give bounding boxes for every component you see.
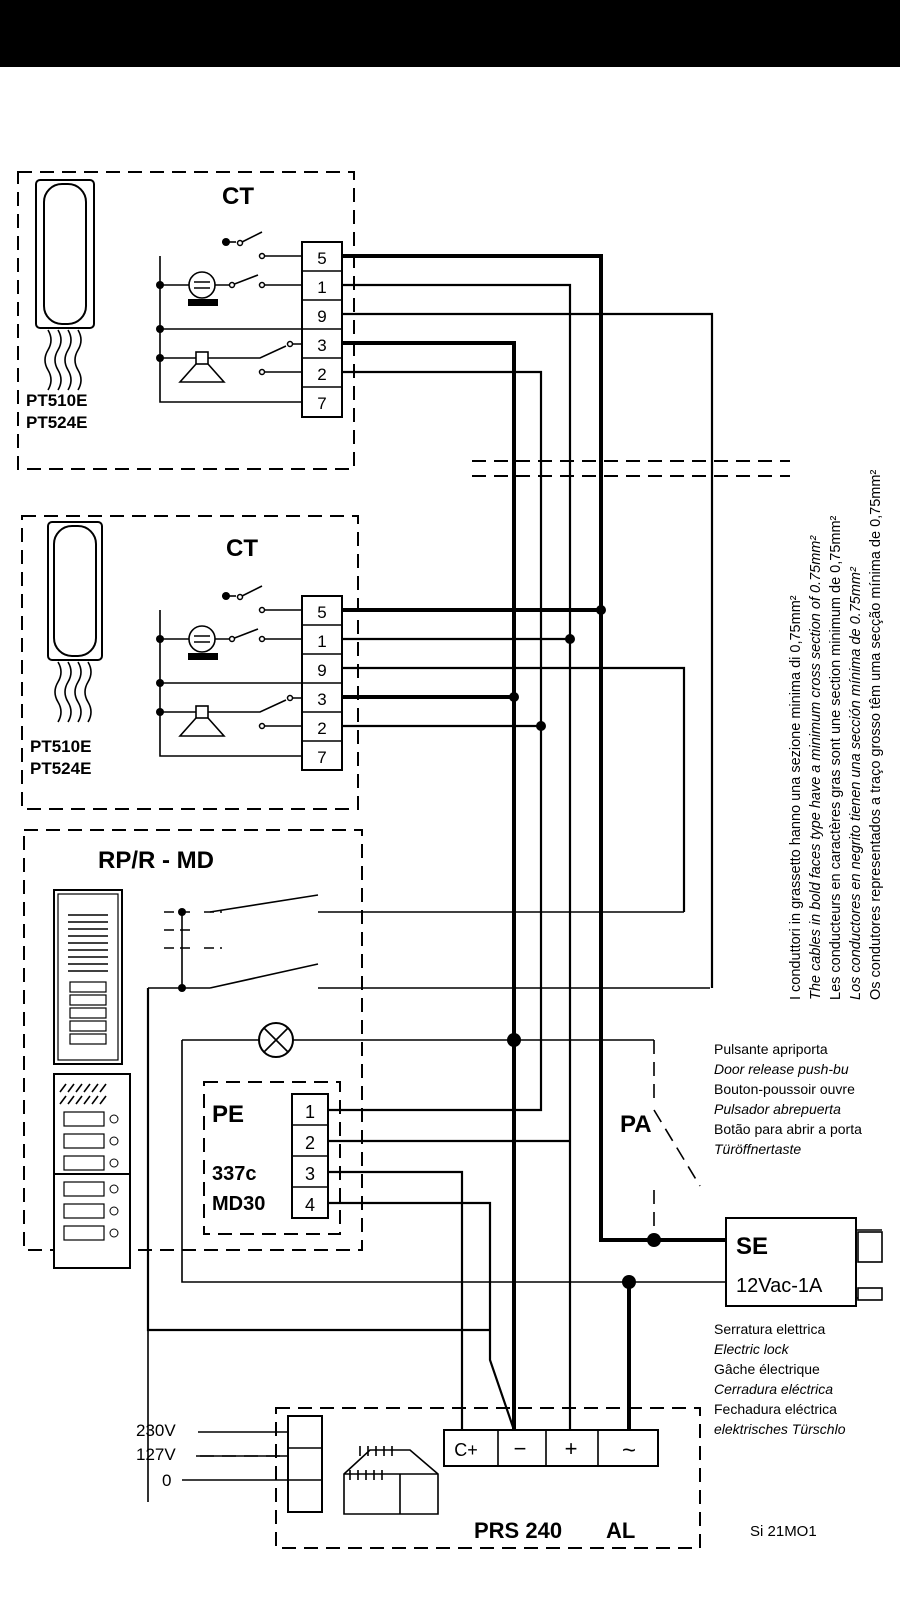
buzzer-icon <box>188 271 218 306</box>
lock-title: SE <box>736 1233 768 1260</box>
pe-frame <box>203 1081 341 1235</box>
note-fr: Les conducteurs en caractères gras sont … <box>828 515 844 1000</box>
pe-terminal-1: 1 <box>305 1102 315 1122</box>
pa-label: PA <box>620 1111 652 1138</box>
lock-rating: 12Vac-1A <box>736 1275 823 1297</box>
cable-notes: I conduttori in grassetto hanno una sezi… <box>788 470 884 1000</box>
handset-2-title: CT <box>226 535 258 562</box>
power-supply-unit: 230V 127V 0 C+ − + ~ PRS 240 AL <box>136 1407 701 1549</box>
pe-terminal-3: 3 <box>305 1164 315 1184</box>
terminal-2: 2 <box>317 719 326 738</box>
pe-terminal-4: 4 <box>305 1195 315 1215</box>
power-frame <box>275 1407 701 1549</box>
handset-1-title: CT <box>222 183 254 210</box>
pa-desc-pt: Botão para abrir a porta <box>714 1121 862 1137</box>
top-black-bar <box>0 0 900 67</box>
terminal-minus: − <box>514 1436 527 1461</box>
terminal-2: 2 <box>317 365 326 384</box>
note-en: The cables in bold faces type have a min… <box>808 535 824 1000</box>
entry-panel-icon <box>53 889 123 1065</box>
handset-2-model1: PT510E <box>30 737 91 756</box>
terminal-cplus: C+ <box>454 1440 478 1460</box>
panel-title: RP/R - MD <box>98 847 214 874</box>
note-pt: Os condutores representados a traço gros… <box>868 470 884 1000</box>
note-it: I conduttori in grassetto hanno una sezi… <box>788 595 804 1000</box>
lock-desc-it: Serratura elettrica <box>714 1321 825 1337</box>
speaker-icon <box>178 351 226 383</box>
terminal-3: 3 <box>317 336 326 355</box>
note-es: Los conductores en negrito tienen una se… <box>848 566 864 1000</box>
door-panel-frame <box>23 829 363 1251</box>
power-al: AL <box>606 1518 635 1543</box>
output-terminal-block <box>443 1429 659 1467</box>
handset-phone-icon <box>47 521 103 723</box>
pa-desc-es: Pulsador abrepuerta <box>714 1101 841 1117</box>
handset-1-frame <box>17 171 355 470</box>
pe-terminal-2: 2 <box>305 1133 315 1153</box>
terminal-plus: + <box>565 1436 578 1461</box>
audio-panel-icon <box>53 1073 131 1269</box>
lamp-icon <box>258 1022 294 1058</box>
panel-code-2: MD30 <box>212 1193 265 1215</box>
terminal-ac: ~ <box>622 1437 636 1464</box>
lock-desc-pt: Fechadura eléctrica <box>714 1401 837 1417</box>
pa-desc-de: Türöffnertaste <box>714 1141 801 1157</box>
pushbutton-description: Pulsante apriporta Door release push-bu … <box>714 1041 862 1157</box>
lock-desc-en: Electric lock <box>714 1341 790 1357</box>
speaker-icon <box>178 705 226 737</box>
handset-phone-icon <box>35 179 95 391</box>
lock-desc-es: Cerradura eléctrica <box>714 1381 833 1397</box>
terminal-3: 3 <box>317 690 326 709</box>
mains-terminal-block <box>287 1415 323 1513</box>
lock-desc-de: elektrisches Türschlo <box>714 1421 846 1437</box>
transformer-icon <box>343 1446 439 1515</box>
key-icon <box>222 592 230 600</box>
terminal-5: 5 <box>317 603 326 622</box>
handset-1-model2: PT524E <box>26 413 87 432</box>
terminal-5: 5 <box>317 249 326 268</box>
diagram-code: Si 21MO1 <box>750 1523 817 1540</box>
handset-2-frame <box>21 515 359 810</box>
input-0: 0 <box>162 1471 171 1490</box>
door-panel-unit: RP/R - MD <box>23 829 726 1502</box>
key-icon <box>222 238 230 246</box>
handset-unit-2: PT510E PT524E CT 5 1 9 3 2 7 <box>21 515 359 810</box>
electric-lock-unit: SE 12Vac-1A Serratura elettrica Electric… <box>714 1217 883 1437</box>
pe-label: PE <box>212 1101 244 1128</box>
handset-unit-1: PT510E PT524E CT 5 1 9 3 2 7 <box>17 171 355 470</box>
terminal-1: 1 <box>317 632 326 651</box>
terminal-9: 9 <box>317 661 326 680</box>
terminal-7: 7 <box>317 748 326 767</box>
buzzer-icon <box>188 625 218 660</box>
terminal-7: 7 <box>317 394 326 413</box>
pa-desc-it: Pulsante apriporta <box>714 1041 828 1057</box>
pa-desc-fr: Bouton-poussoir ouvre <box>714 1081 855 1097</box>
handset-1-model1: PT510E <box>26 391 87 410</box>
pa-desc-en: Door release push-bu <box>714 1061 849 1077</box>
terminal-9: 9 <box>317 307 326 326</box>
input-230v: 230V <box>136 1421 176 1440</box>
lock-desc-fr: Gâche électrique <box>714 1361 820 1377</box>
bus-wiring <box>146 254 790 1446</box>
handset-2-model2: PT524E <box>30 759 91 778</box>
terminal-1: 1 <box>317 278 326 297</box>
panel-code-1: 337c <box>212 1163 257 1185</box>
power-name: PRS 240 <box>474 1518 562 1543</box>
input-127v: 127V <box>136 1445 176 1464</box>
